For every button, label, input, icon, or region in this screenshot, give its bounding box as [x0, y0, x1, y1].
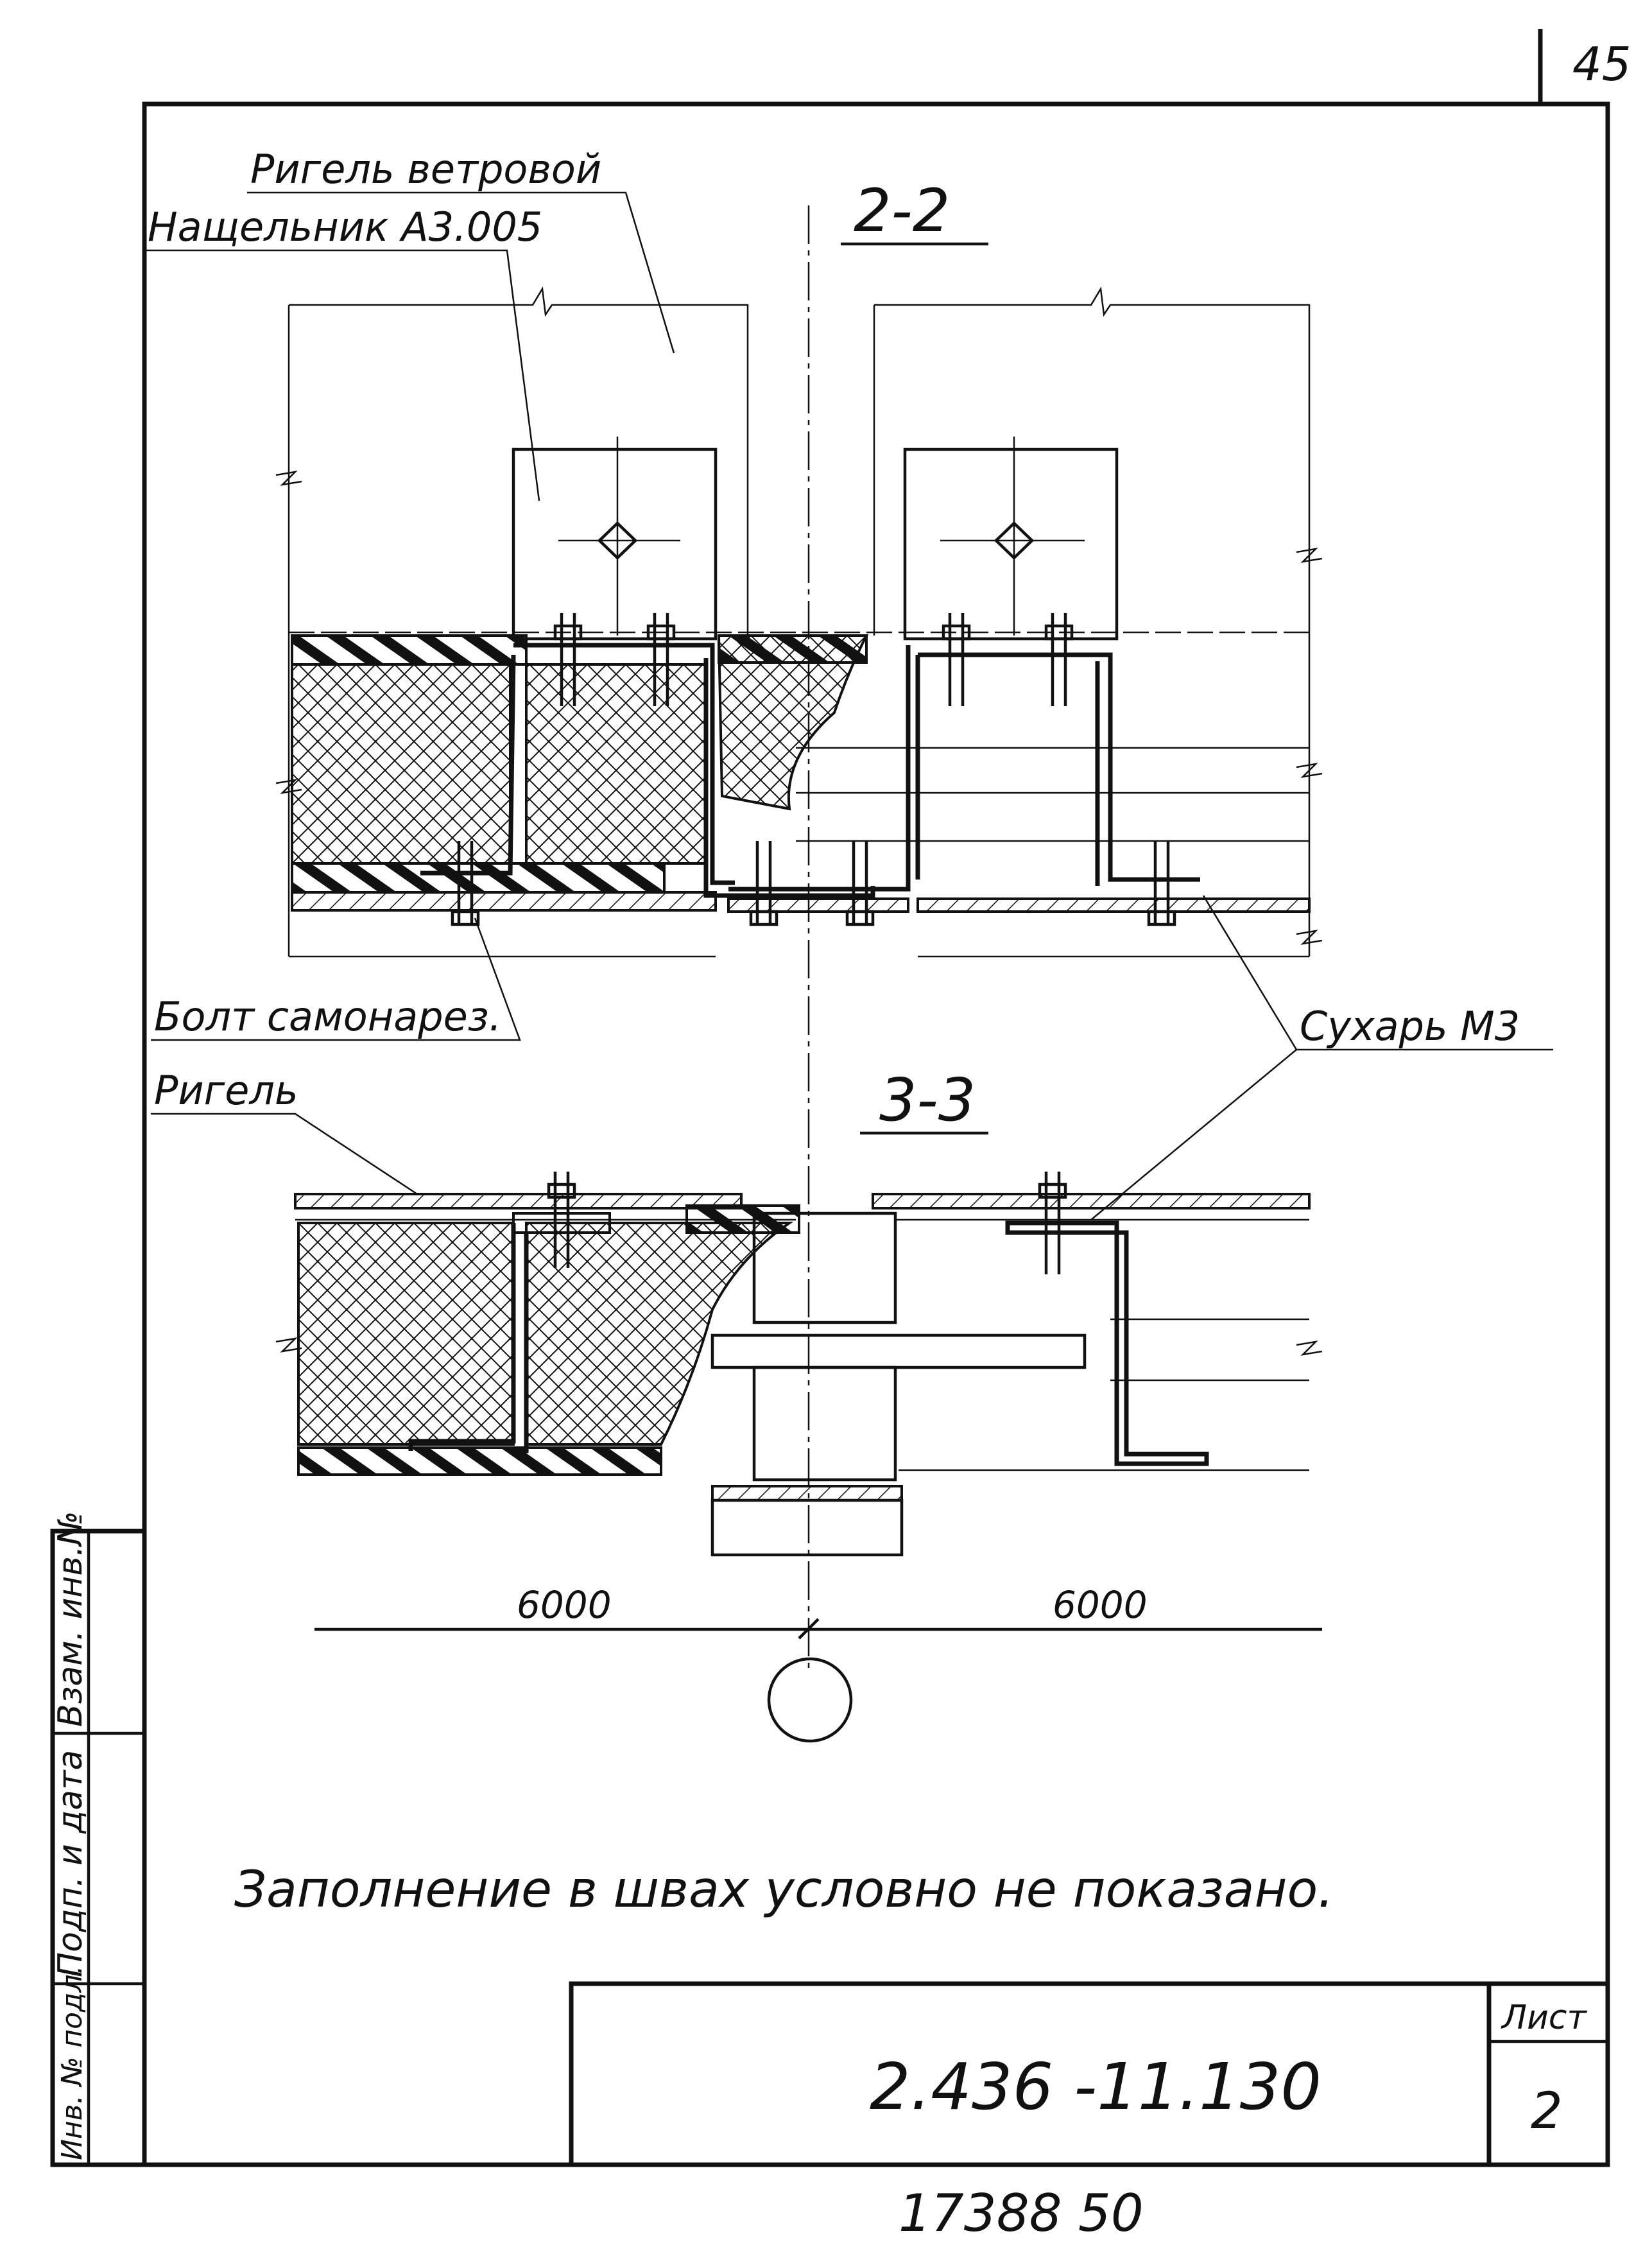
axis-bubble: [767, 1657, 853, 1743]
stamp-vzam-inv: Взам. инв.№: [51, 1511, 90, 1727]
document-code: 2.436 -11.130: [870, 2049, 1321, 2124]
sheet-label: Лист: [1501, 1998, 1587, 2037]
left-bolt-marker: [597, 521, 638, 560]
section-2-2-title: 2-2: [854, 177, 950, 245]
bolt-2-2-e: [451, 841, 480, 926]
left-column-plate: [512, 447, 718, 641]
dimension-left: 6000: [517, 1583, 612, 1627]
title-block: 2.436 -11.130 Лист 2: [569, 1981, 1610, 2167]
bolt-2-2-a: [553, 613, 583, 706]
sheet-number: 2: [1531, 2083, 1563, 2140]
right-bolt-marker: [994, 521, 1035, 560]
section-3-3-title: 3-3: [879, 1066, 976, 1134]
dimension-right: 6000: [1053, 1583, 1148, 1627]
bolt-2-2-h: [1147, 841, 1176, 926]
section-2-2: 2-2: [275, 177, 1323, 958]
bolt-2-2-f: [749, 841, 779, 926]
bolt-2-2-b: [646, 613, 676, 706]
label-sukhar: Сухарь М3: [1300, 1003, 1520, 1050]
label-nashchelnik: Нащельник А3.005: [148, 204, 542, 250]
label-rigel: Ригель: [154, 1067, 298, 1114]
label-bolt: Болт самонарез.: [154, 993, 501, 1040]
page-number: 45: [1572, 37, 1631, 91]
bolt-2-2-d: [1044, 613, 1074, 706]
section-3-3: 3-3: [275, 1066, 1323, 1557]
bolt-2-2-g: [845, 841, 875, 926]
stamp-podp-data: Подп. и дата: [51, 1750, 90, 1977]
bolt-3-3-b: [1038, 1172, 1067, 1274]
general-note: Заполнение в швах условно не показано.: [234, 1861, 1334, 1919]
stamp-inv-podl: Инв. № подл.: [56, 1965, 89, 2160]
bolt-3-3-a: [547, 1172, 576, 1268]
side-stamp: Взам. инв.№ Подп. и дата Инв. № подл.: [50, 1511, 147, 2167]
archive-number: 17388 50: [899, 2183, 1144, 2243]
label-rigel-vetrovoy: Ригель ветровой: [250, 146, 601, 193]
right-column-plate: [903, 447, 1119, 641]
dimension-line: 6000 6000: [314, 1583, 1322, 1743]
bolt-2-2-c: [942, 613, 971, 706]
